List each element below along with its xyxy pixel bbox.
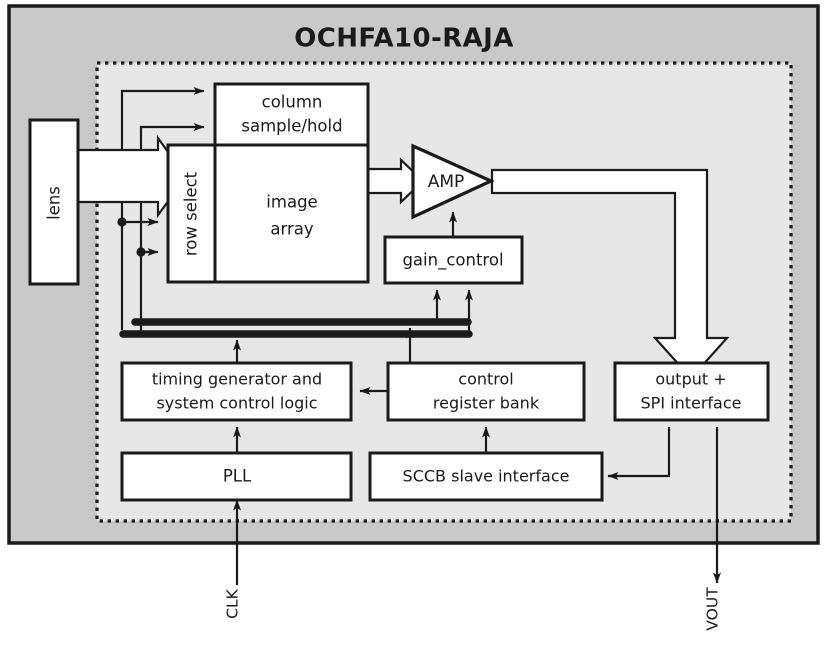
pin-label-clk: CLK bbox=[224, 588, 242, 618]
block-row-select-label: row select bbox=[182, 171, 201, 256]
block-gain-control-label: gain_control bbox=[402, 251, 503, 271]
block-lens[interactable]: lens bbox=[28, 118, 80, 286]
block-output-spi-line2: SPI interface bbox=[641, 394, 742, 413]
block-control-register-bank-line1: control bbox=[458, 370, 513, 389]
block-control-register-bank[interactable]: control register bank bbox=[386, 361, 586, 422]
block-column-sample-hold-line1: column bbox=[262, 93, 323, 112]
wire-timing-to-column-sh-2 bbox=[139, 123, 205, 336]
amp-to-output-arrow bbox=[490, 168, 730, 380]
pin-label-vout: VOUT bbox=[704, 587, 722, 631]
block-output-spi-interface[interactable]: output + SPI interface bbox=[613, 361, 770, 422]
junction-dot-lower bbox=[136, 247, 146, 257]
block-timing-generator-line2: system control logic bbox=[156, 394, 317, 413]
block-timing-generator[interactable]: timing generator and system control logi… bbox=[120, 361, 353, 422]
block-amp-label: AMP bbox=[428, 172, 465, 192]
block-sccb-slave-interface[interactable]: SCCB slave interface bbox=[368, 451, 604, 502]
chip-title: OCHFA10-RAJA bbox=[294, 24, 514, 54]
block-pll-label: PLL bbox=[223, 467, 252, 486]
block-output-spi-line1: output + bbox=[655, 370, 726, 389]
block-image-array-line2: array bbox=[270, 220, 313, 239]
wire-timing-to-column-sh bbox=[120, 87, 205, 330]
wire-spi-to-sccb bbox=[607, 427, 671, 480]
junction-dot-upper bbox=[117, 217, 127, 227]
block-row-select[interactable]: row select bbox=[166, 143, 218, 284]
block-column-sample-hold[interactable]: column sample/hold bbox=[213, 82, 370, 148]
block-control-register-bank-line2: register bank bbox=[433, 394, 540, 413]
block-column-sample-hold-line2: sample/hold bbox=[241, 117, 342, 136]
block-image-array[interactable]: image array bbox=[213, 143, 370, 284]
block-image-array-line1: image bbox=[266, 193, 317, 212]
block-sccb-label: SCCB slave interface bbox=[403, 467, 570, 486]
block-pll[interactable]: PLL bbox=[120, 451, 353, 502]
block-gain-control[interactable]: gain_control bbox=[383, 235, 524, 285]
block-amp[interactable]: AMP bbox=[411, 143, 495, 220]
block-timing-generator-line1: timing generator and bbox=[152, 370, 322, 389]
block-lens-label: lens bbox=[45, 186, 64, 220]
